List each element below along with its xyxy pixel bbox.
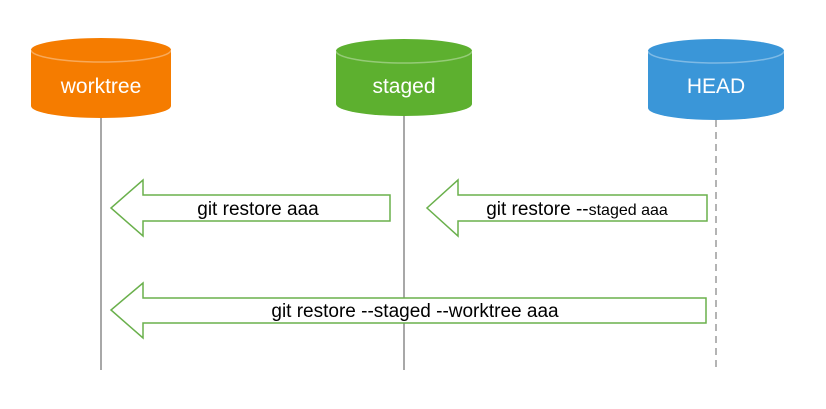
worktree-cylinder-body [31, 50, 171, 118]
staged-cylinder-rim [335, 50, 473, 64]
worktree-cylinder-top [31, 38, 171, 62]
head-cylinder-rim [647, 50, 785, 64]
arrow-head-to-staged-shape [425, 178, 708, 238]
staged-cylinder: staged [335, 39, 473, 116]
worktree-label: worktree [60, 75, 142, 98]
head-cylinder-top [648, 39, 784, 63]
arrow-staged-to-worktree: git restore aaa [109, 178, 391, 238]
worktree-cylinder-rim [30, 49, 172, 63]
staged-cylinder-body [336, 51, 472, 116]
arrow-head-to-staged-label-small: staged aaa [589, 202, 668, 219]
arrow-head-to-staged: git restore --staged aaa [425, 178, 708, 238]
arrow-head-to-staged-label-main: git restore -- [486, 199, 588, 220]
staged-label: staged [372, 75, 435, 98]
arrow-staged-to-worktree-label: git restore aaa [197, 199, 319, 220]
staged-cylinder-top [336, 39, 472, 63]
worktree-cylinder: worktree [30, 38, 172, 118]
head-cylinder-body [648, 51, 784, 120]
arrow-staged-to-worktree-shape [109, 178, 391, 238]
arrow-head-to-worktree-shape [109, 281, 707, 340]
arrow-head-to-worktree: git restore --staged --worktree aaa [109, 281, 707, 340]
arrow-head-to-staged-label: git restore --staged aaa [486, 199, 668, 220]
head-cylinder: HEAD [647, 39, 785, 120]
head-label: HEAD [687, 75, 745, 98]
arrow-head-to-worktree-label: git restore --staged --worktree aaa [271, 301, 559, 322]
